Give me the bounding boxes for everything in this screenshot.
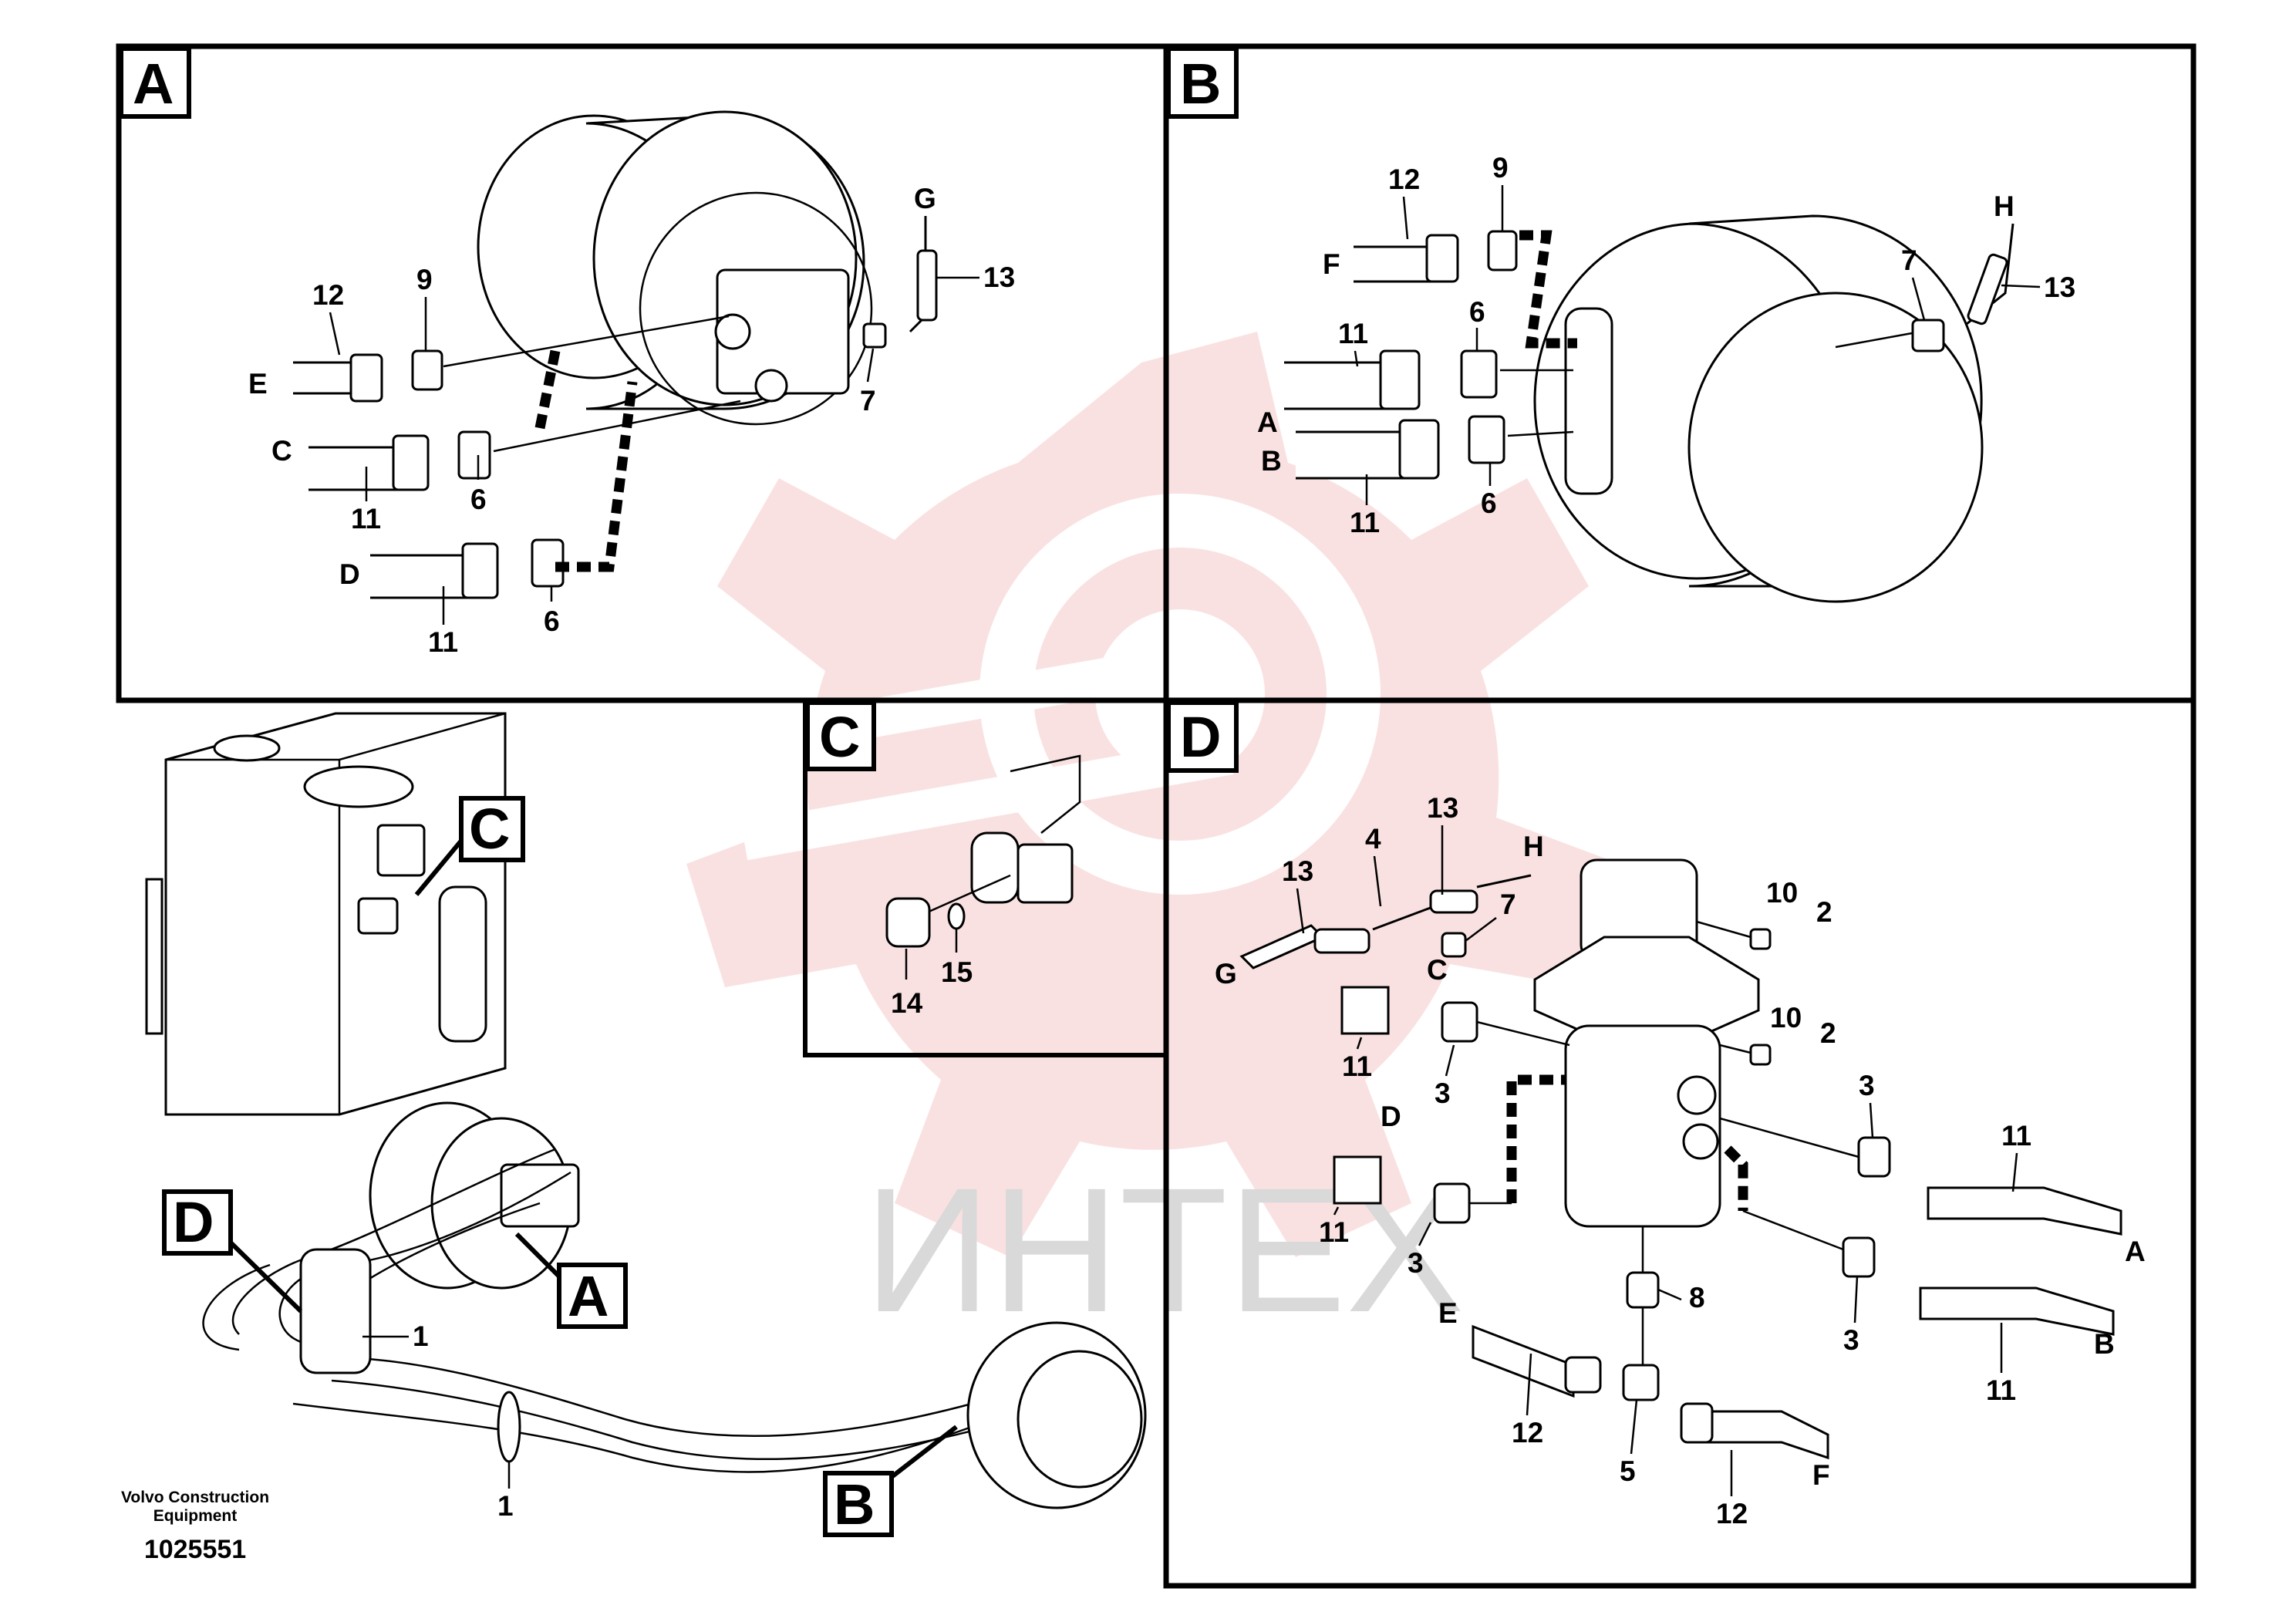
panel-a-caption: A	[119, 46, 191, 119]
svg-text:11: 11	[2001, 1120, 2031, 1152]
watermark-gear-logo	[686, 332, 1620, 1257]
panel-b-drawing	[1284, 214, 2014, 603]
maker-name: Volvo Construction	[121, 1489, 269, 1506]
panel-a-labels: 12 9 E C 11 6 D 11 6 G 13 7	[248, 183, 1015, 658]
svg-text:C: C	[271, 435, 292, 467]
svg-text:7: 7	[860, 385, 876, 416]
svg-text:11: 11	[1342, 1050, 1372, 1082]
svg-text:C: C	[1427, 954, 1448, 986]
svg-text:12: 12	[312, 279, 344, 311]
svg-text:A: A	[1257, 406, 1278, 438]
diagram-code: 1025551	[144, 1535, 246, 1564]
svg-text:B: B	[1180, 52, 1221, 116]
svg-text:12: 12	[1716, 1498, 1748, 1529]
svg-text:3: 3	[1408, 1247, 1424, 1279]
svg-text:G: G	[1215, 958, 1237, 990]
svg-text:8: 8	[1689, 1282, 1705, 1313]
svg-text:E: E	[1438, 1297, 1458, 1329]
svg-text:F: F	[1812, 1459, 1830, 1491]
overview-callout-a: A	[514, 1232, 628, 1329]
svg-text:6: 6	[544, 605, 560, 637]
panel-d-drawing	[1239, 858, 2122, 1460]
svg-text:B: B	[834, 1472, 875, 1536]
panel-d-labels: 13 4 13 H G 7 10 2 C 11 3 10 2 D 11 3 3 …	[1215, 792, 2146, 1529]
panel-d-frame	[1163, 697, 2197, 1589]
svg-text:4: 4	[1365, 823, 1381, 855]
svg-text:1: 1	[413, 1320, 429, 1352]
maker-name-line2: Equipment	[153, 1507, 238, 1525]
svg-text:10: 10	[1766, 877, 1798, 909]
panel-b-labels: 12 9 F 11 6 A B 11 6 H 7 13	[1257, 152, 2075, 538]
svg-text:1: 1	[497, 1490, 514, 1522]
svg-text:3: 3	[1859, 1070, 1875, 1101]
overview-callout-d: D	[162, 1189, 303, 1313]
svg-text:H: H	[1994, 191, 2014, 222]
overview-callout-c: C	[414, 796, 525, 896]
svg-text:12: 12	[1388, 164, 1420, 195]
svg-text:D: D	[1180, 705, 1221, 769]
svg-text:D: D	[339, 558, 360, 590]
svg-text:F: F	[1323, 248, 1340, 280]
svg-text:2: 2	[1816, 896, 1832, 928]
svg-text:10: 10	[1770, 1002, 1802, 1034]
svg-text:11: 11	[1350, 507, 1380, 538]
svg-text:12: 12	[1512, 1417, 1543, 1448]
svg-text:11: 11	[1319, 1216, 1349, 1248]
svg-text:C: C	[469, 797, 510, 861]
overview-drawing	[145, 712, 1147, 1509]
svg-text:14: 14	[891, 987, 923, 1019]
svg-text:13: 13	[1282, 855, 1313, 887]
svg-text:H: H	[1523, 831, 1544, 862]
svg-text:C: C	[819, 705, 860, 769]
svg-text:3: 3	[1435, 1077, 1451, 1109]
svg-text:11: 11	[1986, 1374, 2016, 1406]
svg-text:9: 9	[1492, 152, 1509, 184]
svg-text:6: 6	[470, 484, 487, 515]
svg-text:D: D	[173, 1190, 214, 1254]
overview-callout-b: B	[823, 1425, 958, 1537]
svg-text:7: 7	[1500, 889, 1516, 920]
svg-text:G: G	[914, 183, 936, 214]
svg-text:D: D	[1381, 1101, 1401, 1132]
svg-text:13: 13	[983, 261, 1015, 293]
svg-text:15: 15	[941, 956, 973, 988]
svg-text:2: 2	[1820, 1017, 1836, 1049]
panel-b-caption: B	[1166, 46, 1239, 119]
overview-labels: 1 1	[362, 1320, 514, 1522]
svg-text:3: 3	[1843, 1324, 1859, 1356]
footer-block: Volvo Construction Equipment 1025551	[121, 1489, 269, 1564]
panel-a-drawing	[293, 110, 938, 599]
svg-text:13: 13	[2044, 271, 2075, 303]
panel-d-caption: D	[1166, 700, 1239, 773]
svg-text:7: 7	[1901, 244, 1917, 276]
svg-text:6: 6	[1469, 296, 1485, 328]
svg-text:6: 6	[1481, 487, 1497, 519]
svg-text:13: 13	[1427, 792, 1458, 824]
svg-text:B: B	[2094, 1328, 2115, 1360]
svg-text:9: 9	[416, 264, 433, 295]
svg-text:E: E	[248, 368, 268, 400]
panel-c-labels: 14 15	[891, 929, 973, 1019]
svg-text:A: A	[133, 52, 174, 116]
svg-text:5: 5	[1620, 1455, 1636, 1487]
svg-text:11: 11	[1338, 318, 1368, 349]
svg-text:A: A	[2125, 1236, 2146, 1267]
panel-c-caption: C	[805, 700, 876, 771]
panel-c-drawing	[885, 754, 1081, 948]
svg-text:A: A	[568, 1264, 609, 1328]
svg-text:B: B	[1261, 445, 1282, 477]
svg-text:11: 11	[428, 626, 458, 658]
svg-text:11: 11	[351, 503, 381, 534]
